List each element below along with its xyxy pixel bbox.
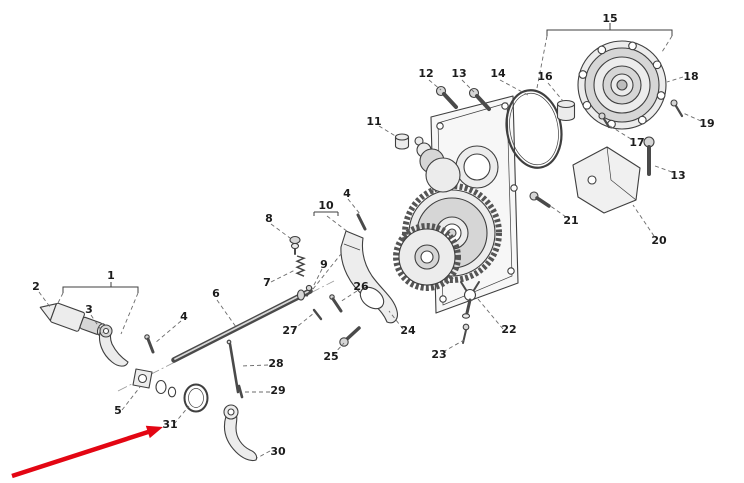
callout-30: 30 <box>270 445 286 458</box>
callout-1: 1 <box>107 269 115 282</box>
callout-27: 27 <box>282 324 297 337</box>
highlight-arrow-shaft <box>11 429 149 479</box>
part-7-spring <box>295 255 307 277</box>
callout-22: 22 <box>501 323 516 336</box>
callout-25: 25 <box>323 350 338 363</box>
callout-24: 24 <box>400 324 416 337</box>
callout-12: 12 <box>418 67 433 80</box>
part-4-pin-a <box>356 213 367 231</box>
part-19-screw <box>670 99 684 118</box>
callout-13a: 13 <box>451 67 466 80</box>
part-20-bracket <box>572 146 641 214</box>
callout-15: 15 <box>602 12 617 25</box>
part-29-pin <box>237 384 244 399</box>
part-gear-cluster <box>393 136 502 291</box>
callout-9: 9 <box>320 258 328 271</box>
highlight-arrow <box>11 425 163 479</box>
group-bracket-10 <box>313 211 349 233</box>
group-bracket-15 <box>536 23 673 89</box>
callouts: 15 12 13 14 16 18 19 11 17 13 21 20 8 10… <box>32 12 714 458</box>
callout-10: 10 <box>318 199 334 212</box>
part-3-claw <box>98 324 129 367</box>
part-13-bolt-b <box>643 136 655 176</box>
callout-11: 11 <box>366 115 381 128</box>
part-4-pin-b <box>144 334 155 354</box>
callout-4b: 4 <box>180 310 188 323</box>
part-13-bolt-a <box>468 87 491 111</box>
callout-13b: 13 <box>670 169 685 182</box>
callout-28: 28 <box>268 357 283 370</box>
callout-31: 31 <box>162 418 177 431</box>
part-2-shift-shaft <box>39 302 106 336</box>
callout-21: 21 <box>563 214 578 227</box>
part-18-cover <box>577 40 667 130</box>
callout-17: 17 <box>629 136 644 149</box>
part-22-clip <box>460 281 480 319</box>
part-17-screw <box>598 112 611 129</box>
group-bracket-1 <box>56 282 139 335</box>
leader-lines <box>38 76 702 459</box>
part-5-block <box>132 368 177 398</box>
callout-20: 20 <box>651 234 667 247</box>
part-9-detent-pin <box>305 284 313 297</box>
callout-19: 19 <box>699 117 714 130</box>
callout-23: 23 <box>431 348 446 361</box>
part-24-shift-fork <box>340 230 398 324</box>
callout-8: 8 <box>265 212 273 225</box>
part-23-screw <box>462 323 470 344</box>
callout-4a: 4 <box>343 187 351 200</box>
callout-26: 26 <box>353 280 369 293</box>
part-11-bushing <box>394 133 410 150</box>
part-6-shift-rail <box>171 288 313 363</box>
callout-16: 16 <box>537 70 553 83</box>
part-28-rod <box>226 339 240 394</box>
part-8-plug <box>289 235 301 255</box>
part-31-seal-ring <box>183 383 209 413</box>
part-25-bolt <box>339 326 361 347</box>
callout-5: 5 <box>114 404 122 417</box>
callout-6: 6 <box>212 287 220 300</box>
callout-2: 2 <box>32 280 40 293</box>
part-21-bolt <box>529 191 551 208</box>
part-12-bolt <box>435 85 458 109</box>
callout-29: 29 <box>270 384 285 397</box>
part-30-lever <box>223 404 258 462</box>
callout-18: 18 <box>683 70 698 83</box>
part-14-o-ring <box>505 89 563 169</box>
highlight-arrow-head <box>145 425 163 439</box>
part-27-pin <box>312 308 323 321</box>
part-26-pin <box>329 294 343 313</box>
callout-14: 14 <box>490 67 506 80</box>
part-16-bushing <box>556 99 576 122</box>
callout-3: 3 <box>85 303 93 316</box>
callout-7: 7 <box>263 276 271 289</box>
